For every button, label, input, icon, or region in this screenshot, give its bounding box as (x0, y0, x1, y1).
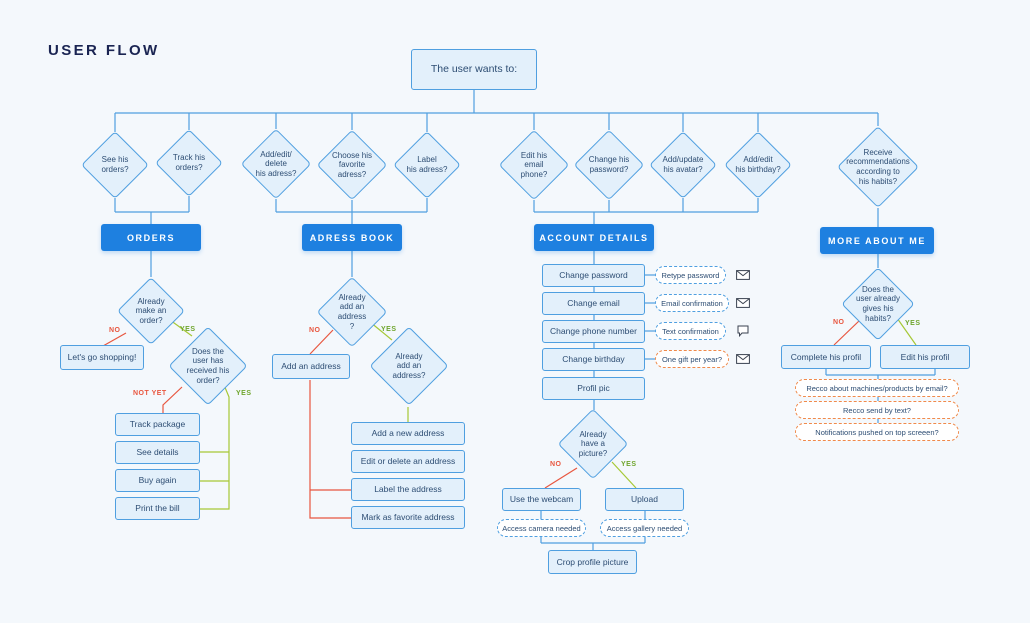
go-shopping-box: Let's go shopping! (60, 345, 144, 370)
recco-text-note: Recco send by text? (795, 401, 959, 419)
email-confirmation-note: Email confirmation (655, 294, 729, 312)
orders-no-label: NO (109, 327, 121, 334)
crop-picture-box: Crop profile picture (548, 550, 637, 574)
edit-birthday-decision: Add/edit his birthday? (724, 131, 792, 199)
edit-profil-box: Edit his profil (880, 345, 970, 369)
orders-header: ORDERS (101, 224, 201, 251)
recco-email-note: Recco about machines/products by email? (795, 379, 959, 397)
habits-yes-label: YES (905, 320, 921, 327)
webcam-box: Use the webcam (502, 488, 581, 511)
orders-yes2-label: YES (236, 390, 252, 397)
adress-yes-label: YES (381, 326, 397, 333)
notifications-note: Notifications pushed on top screeen? (795, 423, 959, 441)
favorite-address-box: Mark as favorite address (351, 506, 465, 529)
already-picture-decision: Already have a picture? (557, 408, 629, 480)
adress-book-header: ADRESS BOOK (302, 224, 402, 251)
edit-delete-address-box: Edit or delete an address (351, 450, 465, 473)
recommendations-decision: Receive recommendations according to his… (835, 125, 921, 209)
account-details-header: ACCOUNT DETAILS (534, 224, 654, 251)
add-address-box: Add an address (272, 354, 350, 379)
track-package-box: Track package (115, 413, 200, 436)
picture-no-label: NO (550, 461, 562, 468)
buy-again-box: Buy again (115, 469, 200, 492)
envelope-icon (736, 270, 750, 280)
already-address-decision: Already add an address ? (316, 276, 388, 348)
gift-per-year-note: One gift per year? (655, 350, 729, 368)
change-email-box: Change email (542, 292, 645, 315)
habits-decision: Does the user already gives his habits? (840, 266, 916, 342)
orders-not-yet-label: NOT YET (133, 390, 167, 397)
print-bill-box: Print the bill (115, 497, 200, 520)
already-order-decision: Already make an order? (117, 276, 185, 346)
profil-pic-box: Profil pic (542, 377, 645, 400)
update-avatar-decision: Add/update his avatar? (649, 131, 717, 199)
see-orders-decision: See his orders? (81, 131, 149, 199)
speech-bubble-icon (737, 325, 749, 337)
text-confirmation-note: Text confirmation (655, 322, 726, 340)
track-orders-decision: Track his orders? (155, 129, 223, 197)
complete-profil-box: Complete his profil (781, 345, 871, 369)
label-address-box: Label the address (351, 478, 465, 501)
root-box: The user wants to: (411, 49, 537, 90)
adress-no-label: NO (309, 327, 321, 334)
change-phone-box: Change phone number (542, 320, 645, 343)
add-new-address-box: Add a new address (351, 422, 465, 445)
orders-yes-label: YES (180, 326, 196, 333)
label-adress-decision: Label his adress? (393, 131, 461, 199)
envelope-icon (736, 298, 750, 308)
change-password-decision: Change his password? (573, 129, 645, 201)
received-order-decision: Does the user has received his order? (166, 326, 250, 406)
edit-email-phone-decision: Edit his email phone? (498, 129, 570, 201)
add-edit-adress-decision: Add/edit/ delete his adress? (240, 128, 312, 200)
already-address-decision-2: Already add an address? (369, 326, 449, 406)
habits-no-label: NO (833, 319, 845, 326)
camera-needed-note: Access camera needed (497, 519, 586, 537)
envelope-icon (736, 354, 750, 364)
change-birthday-box: Change birthday (542, 348, 645, 371)
more-about-me-header: MORE ABOUT ME (820, 227, 934, 254)
page-title: USER FLOW (48, 42, 160, 59)
favorite-adress-decision: Choose his favorite adress? (316, 129, 388, 201)
gallery-needed-note: Access gallery needed (600, 519, 689, 537)
see-details-box: See details (115, 441, 200, 464)
change-password-box: Change password (542, 264, 645, 287)
retype-password-note: Retype password (655, 266, 726, 284)
upload-box: Upload (605, 488, 684, 511)
picture-yes-label: YES (621, 461, 637, 468)
